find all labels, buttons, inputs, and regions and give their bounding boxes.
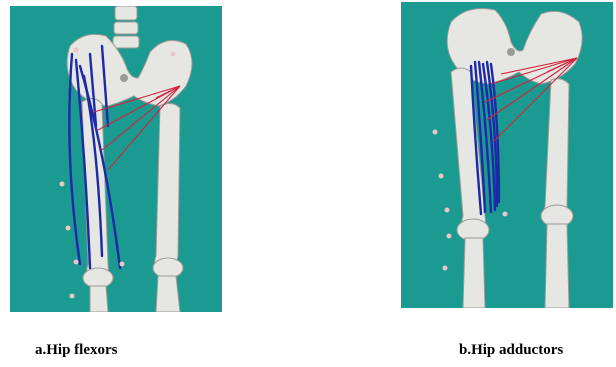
hip-adductors-illustration xyxy=(401,2,613,308)
spine xyxy=(113,6,139,48)
hip-flexors-skeleton-render xyxy=(10,6,222,312)
left-tibia xyxy=(463,238,485,308)
left-knee xyxy=(83,268,113,288)
sacrum-shadow xyxy=(120,74,128,82)
right-tibia xyxy=(545,224,569,308)
right-knee xyxy=(153,258,183,278)
hip-adductors-skeleton-render xyxy=(401,2,613,308)
caption-hip-adductors: b.Hip adductors xyxy=(459,342,563,359)
hip-flexors-illustration xyxy=(10,6,222,312)
sacrum-shadow xyxy=(507,48,515,56)
caption-hip-flexors: a.Hip flexors xyxy=(35,342,118,359)
left-tibia xyxy=(90,286,108,312)
right-tibia xyxy=(156,276,180,312)
